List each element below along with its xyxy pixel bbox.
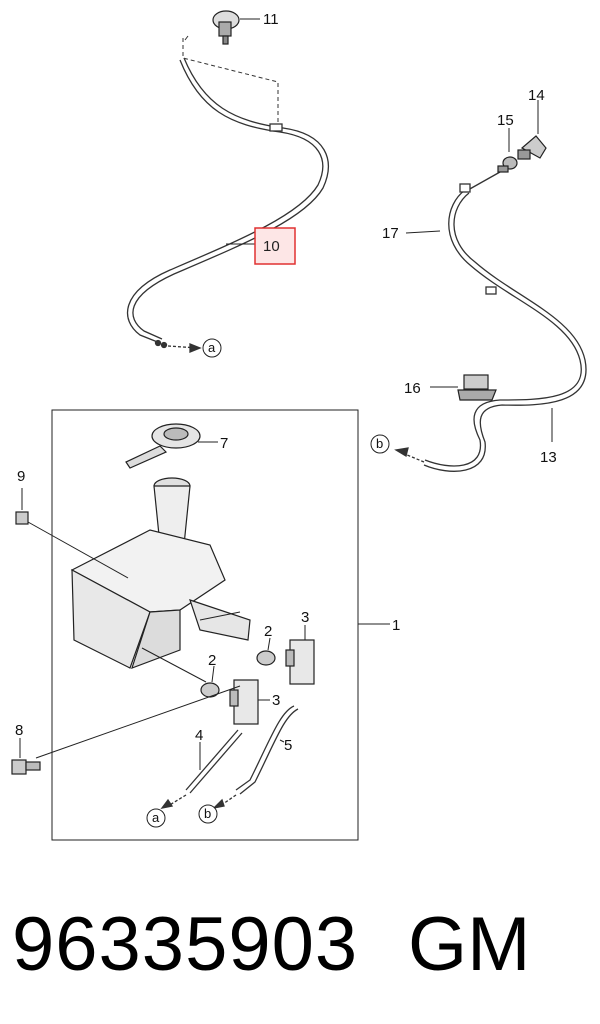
hose-clip <box>457 374 497 401</box>
callout-5: 5 <box>284 737 292 754</box>
callout-4: 4 <box>195 727 203 744</box>
washer-pump-lower <box>229 679 259 725</box>
washer-nozzle-front <box>212 10 240 45</box>
callout-7: 7 <box>220 435 228 452</box>
grommet-upper <box>256 650 276 666</box>
hose-5 <box>212 705 299 810</box>
callout-17: 17 <box>382 225 399 242</box>
callout-2-upper: 2 <box>264 623 272 640</box>
callout-1: 1 <box>392 617 400 634</box>
callout-8: 8 <box>15 722 23 739</box>
callout-3-upper: 3 <box>301 609 309 626</box>
part-number: 96335903 <box>12 902 359 987</box>
washer-nozzle-rear <box>497 135 547 173</box>
parts-diagram: 11 10 a 14 15 17 16 13 b 1 <box>11 10 587 841</box>
grommet-lower <box>200 682 220 698</box>
ref-a-bottom: a <box>152 810 160 825</box>
bolt-8 <box>11 759 41 775</box>
callout-13: 13 <box>540 449 557 466</box>
callout-3-lower: 3 <box>272 692 280 709</box>
assembly-box <box>51 409 359 841</box>
washer-reservoir <box>70 477 251 669</box>
brand-label: GM <box>408 902 531 987</box>
ref-b-bottom: b <box>204 806 211 821</box>
callout-2-lower: 2 <box>208 652 216 669</box>
part-number-bar: 96335903 GM <box>0 890 600 1010</box>
highlight-box-10 <box>254 227 296 265</box>
ref-b-right: b <box>376 436 383 451</box>
callout-14: 14 <box>528 87 545 104</box>
washer-hose-rear <box>394 171 587 472</box>
callout-15: 15 <box>497 112 514 129</box>
callout-10: 10 <box>263 238 280 255</box>
callout-11: 11 <box>263 11 279 28</box>
hose-4 <box>160 729 243 809</box>
bolt-9 <box>15 511 29 525</box>
callout-16: 16 <box>404 380 421 397</box>
ref-a-top: a <box>208 340 216 355</box>
callout-9: 9 <box>17 468 25 485</box>
washer-hose-front <box>126 35 329 353</box>
reservoir-cap <box>125 423 201 469</box>
washer-pump-upper <box>285 639 315 685</box>
